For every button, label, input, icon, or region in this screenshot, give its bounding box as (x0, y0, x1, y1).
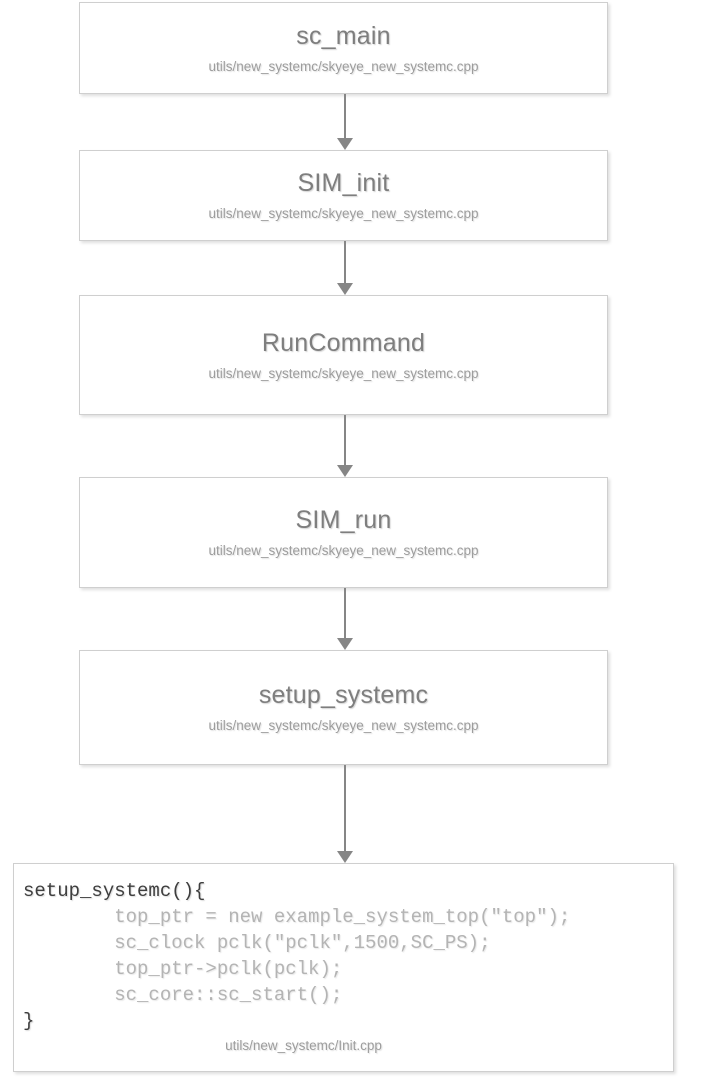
flow-node-sim-run[interactable]: SIM_run utils/new_systemc/skyeye_new_sys… (79, 477, 608, 588)
arrow-head (337, 851, 353, 863)
arrow-head (337, 638, 353, 650)
flow-node-sc-main[interactable]: sc_main utils/new_systemc/skyeye_new_sys… (79, 2, 608, 94)
flow-node-title: RunCommand (261, 328, 426, 357)
flow-node-subtitle: utils/new_systemc/skyeye_new_systemc.cpp (208, 718, 479, 733)
flow-node-subtitle: utils/new_systemc/skyeye_new_systemc.cpp (208, 206, 479, 221)
code-line: top_ptr = new example_system_top("top"); (23, 906, 571, 928)
flow-node-title: sc_main (296, 21, 391, 50)
code-line: } (23, 1010, 35, 1032)
flow-node-title: SIM_run (295, 506, 392, 534)
flow-node-setup-systemc[interactable]: setup_systemc utils/new_systemc/skyeye_n… (79, 650, 608, 765)
arrow-head (337, 465, 353, 477)
arrow-down-icon (337, 415, 353, 477)
code-line: top_ptr->pclk(pclk); (23, 958, 343, 980)
flow-node-subtitle: utils/new_systemc/skyeye_new_systemc.cpp (208, 58, 479, 74)
flow-node-sim-init[interactable]: SIM_init utils/new_systemc/skyeye_new_sy… (79, 150, 608, 241)
flow-node-runcommand[interactable]: RunCommand utils/new_systemc/skyeye_new_… (79, 295, 608, 415)
flow-node-title: SIM_init (297, 169, 390, 197)
arrow-head (337, 138, 353, 150)
arrow-shaft (344, 241, 346, 283)
code-line: sc_clock pclk("pclk",1500,SC_PS); (23, 932, 491, 954)
arrow-shaft (344, 415, 346, 465)
flow-node-title: setup_systemc (258, 681, 429, 709)
code-line: sc_core::sc_start(); (23, 984, 343, 1006)
arrow-down-icon (337, 241, 353, 295)
arrow-shaft (344, 765, 346, 851)
flow-node-subtitle: utils/new_systemc/skyeye_new_systemc.cpp (208, 543, 479, 558)
arrow-shaft (344, 588, 346, 638)
arrow-down-icon (337, 765, 353, 863)
flow-node-subtitle: utils/new_systemc/skyeye_new_systemc.cpp (208, 365, 479, 381)
code-listing-panel: setup_systemc(){ top_ptr = new example_s… (13, 863, 674, 1072)
code-listing-caption: utils/new_systemc/Init.cpp (225, 1038, 382, 1053)
code-line: setup_systemc(){ (23, 880, 206, 902)
arrow-down-icon (337, 94, 353, 150)
arrow-head (337, 283, 353, 295)
arrow-down-icon (337, 588, 353, 650)
arrow-shaft (344, 94, 346, 138)
